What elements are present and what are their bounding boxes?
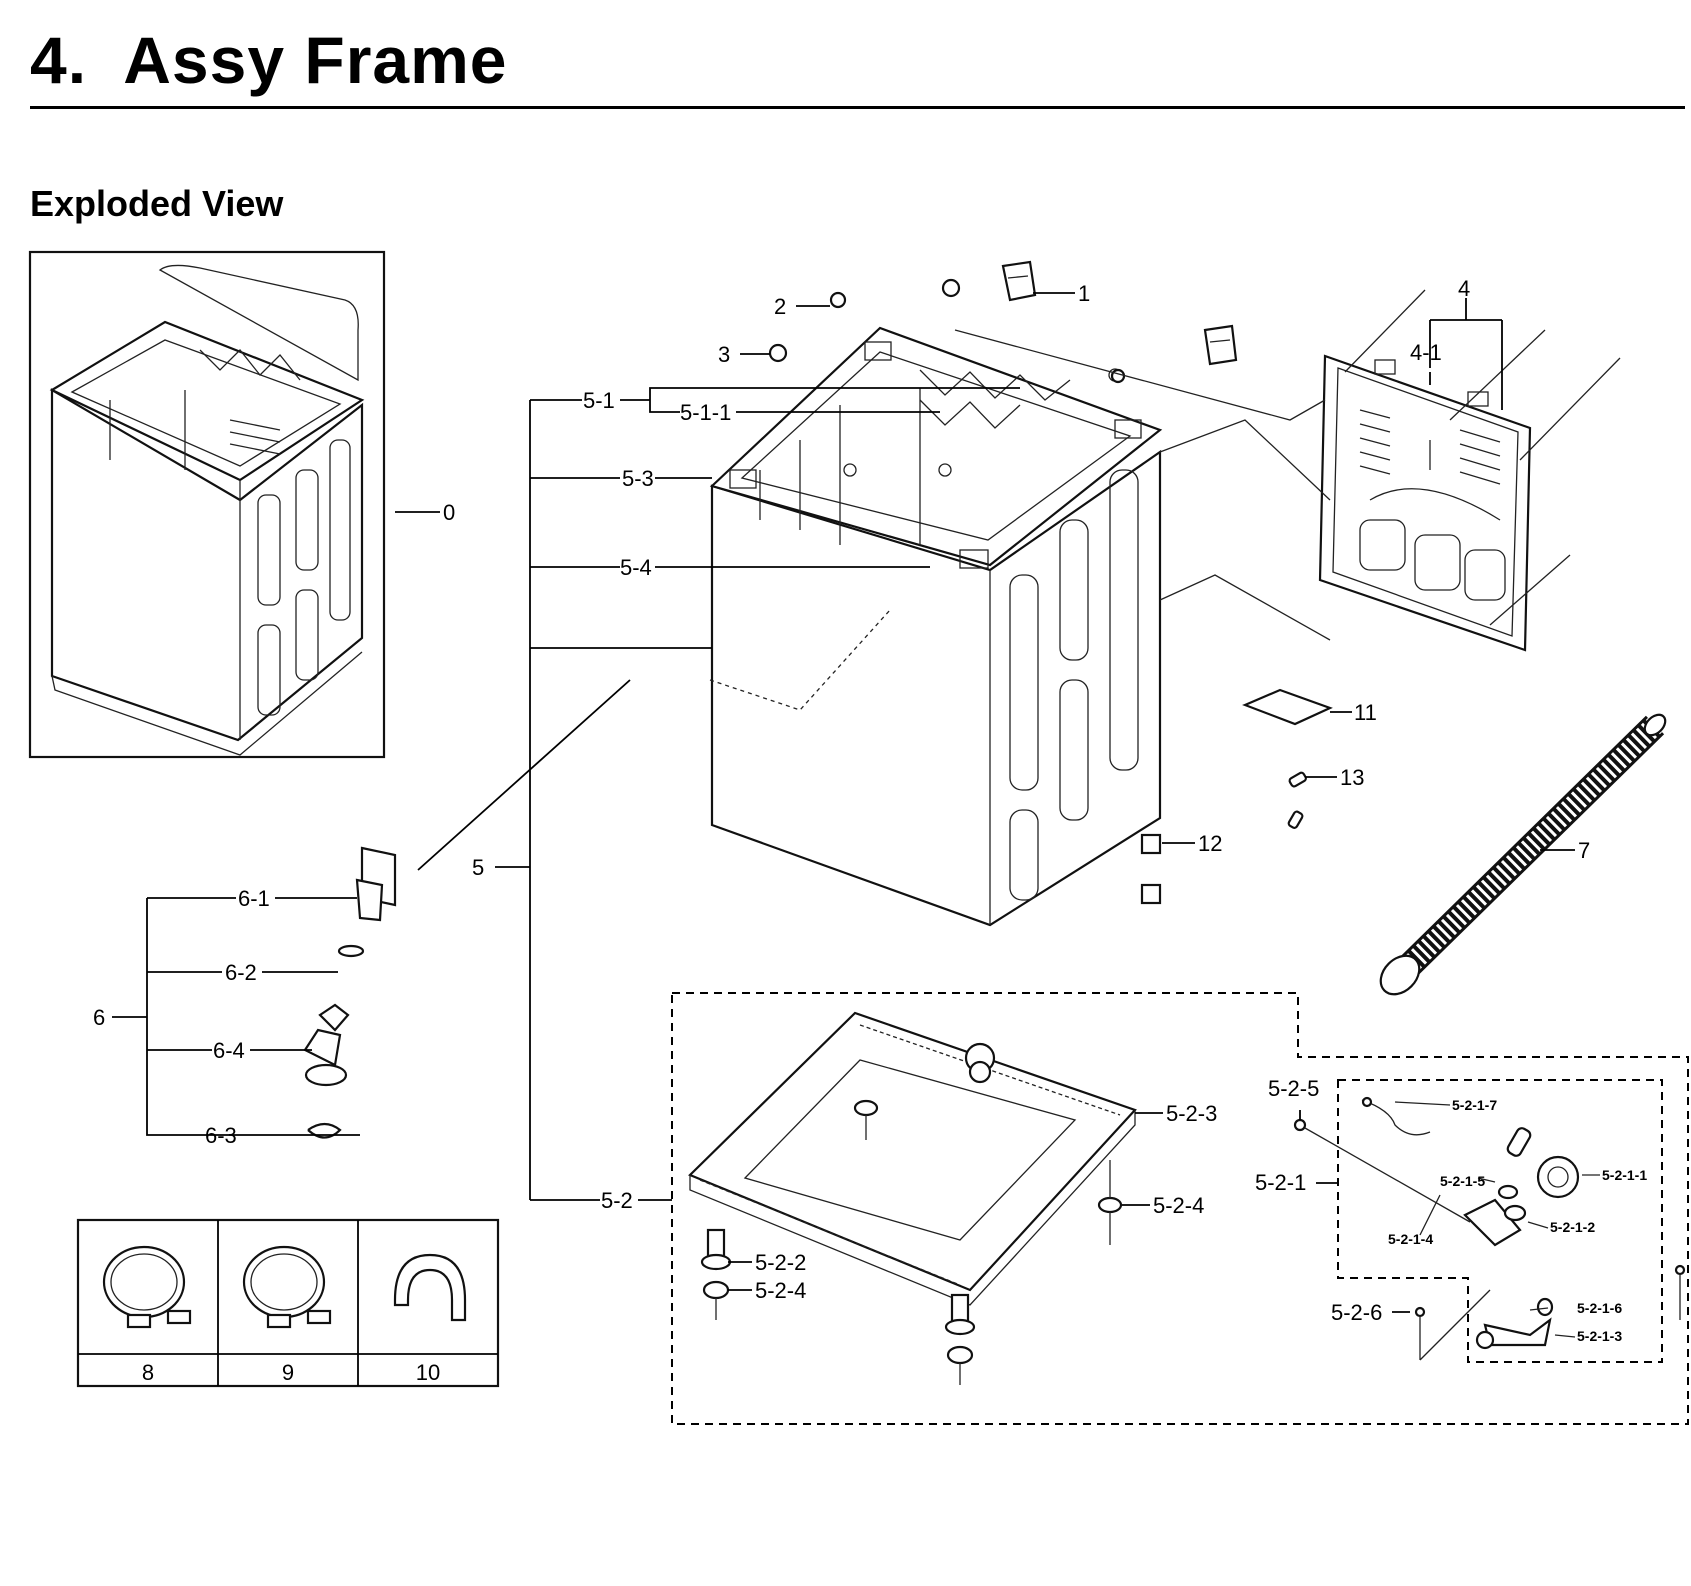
callout-0: 0 <box>443 500 455 525</box>
accessory-table: 8 9 10 <box>76 1218 500 1388</box>
callout-5-2-1-7: 5-2-1-7 <box>1452 1097 1497 1113</box>
base-frame-assembly <box>688 1011 1137 1385</box>
callout-5-2-1-1: 5-2-1-1 <box>1602 1167 1647 1183</box>
callout-7: 7 <box>1578 838 1590 863</box>
callout-5-2-3: 5-2-3 <box>1166 1101 1217 1126</box>
callout-5-2-1-2: 5-2-1-2 <box>1550 1219 1595 1235</box>
back-panel-assembly <box>1318 354 1532 652</box>
callout-6: 6 <box>93 1005 105 1030</box>
top-hinge-brackets <box>1001 260 1238 366</box>
top-fasteners <box>768 278 1126 384</box>
pump-subassembly <box>1293 1096 1686 1360</box>
part-6-fittings <box>303 846 397 1139</box>
callout-5-2-1-4: 5-2-1-4 <box>1388 1231 1433 1247</box>
callout-5-2-4-right: 5-2-4 <box>1153 1193 1204 1218</box>
callout-5-2-5: 5-2-5 <box>1268 1076 1319 1101</box>
hose-guide-10-icon <box>393 1253 467 1322</box>
callout-6-2: 6-2 <box>225 960 257 985</box>
part-12-clips <box>1140 833 1162 905</box>
callout-6-3: 6-3 <box>205 1123 237 1148</box>
callout-4-1: 4-1 <box>1410 340 1442 365</box>
callout-5-2-2: 5-2-2 <box>755 1250 806 1275</box>
section-subtitle: Exploded View <box>30 183 284 224</box>
callout-6-1: 6-1 <box>238 886 270 911</box>
part-13-pins <box>1287 771 1307 829</box>
callout-5-3: 5-3 <box>622 466 654 491</box>
pump-group-boundary <box>1337 1079 1663 1363</box>
callout-4: 4 <box>1458 276 1470 301</box>
inlet-hose-8-icon <box>102 1245 192 1329</box>
callout-12: 12 <box>1198 831 1222 856</box>
callout-2: 2 <box>774 294 786 319</box>
callout-5-2-1-5: 5-2-1-5 <box>1440 1173 1485 1189</box>
leader-lines <box>112 292 1600 1361</box>
callout-5-2-1-3: 5-2-1-3 <box>1577 1328 1622 1344</box>
callout-3: 3 <box>718 342 730 367</box>
callout-5-2-4-left: 5-2-4 <box>755 1278 806 1303</box>
accessory-label-10: 10 <box>416 1360 440 1385</box>
callout-5-2-6: 5-2-6 <box>1331 1300 1382 1325</box>
callout-5-1: 5-1 <box>583 388 615 413</box>
title-rule <box>30 106 1685 109</box>
callout-5-2: 5-2 <box>601 1188 633 1213</box>
inlet-hose-9-icon <box>242 1245 332 1329</box>
assembled-frame-inset <box>28 250 386 759</box>
cabinet-assembly <box>709 326 1163 927</box>
accessory-label-8: 8 <box>142 1360 154 1385</box>
callout-5-4: 5-4 <box>620 555 652 580</box>
callout-5-2-1-6: 5-2-1-6 <box>1577 1300 1622 1316</box>
page-title: 4. Assy Frame <box>30 23 508 97</box>
screws-rear <box>1344 289 1621 626</box>
callout-5-1-1: 5-1-1 <box>680 400 731 425</box>
callout-13: 13 <box>1340 765 1364 790</box>
callout-5: 5 <box>472 855 484 880</box>
callout-11: 11 <box>1354 700 1377 725</box>
callout-1: 1 <box>1078 281 1090 306</box>
base-group-boundary <box>671 992 1689 1425</box>
accessory-label-9: 9 <box>282 1360 294 1385</box>
callout-6-4: 6-4 <box>213 1038 245 1063</box>
part-11-filter <box>1242 688 1333 726</box>
callout-5-2-1: 5-2-1 <box>1255 1170 1306 1195</box>
part-7-drain-hose <box>1379 713 1667 996</box>
